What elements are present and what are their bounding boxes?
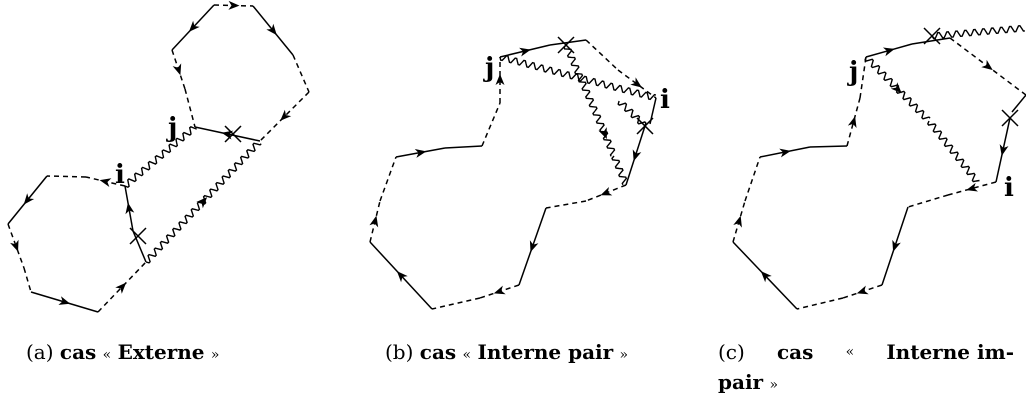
diagram-c-edge-64 xyxy=(859,56,867,99)
diagram-a-label-i: i xyxy=(115,160,125,190)
diagram-b-edge-33 xyxy=(431,297,481,310)
diagram-b-edge-39 xyxy=(481,102,501,147)
caption-b: (b) cas « Interne pair » xyxy=(385,337,628,370)
diagram-b-arrowhead-31 xyxy=(529,240,539,253)
diagram-a-wavy-arrowhead-21 xyxy=(196,197,208,209)
diagram-b-arrowhead-37 xyxy=(414,148,427,158)
diagram-a-wavy-line-21 xyxy=(145,142,262,264)
diagram-b-wavy-line-43 xyxy=(563,44,598,112)
diagram-c-wavy-line-67 xyxy=(927,120,980,183)
diagram-a-arrowhead-13 xyxy=(10,239,19,252)
diagram-c-edge-62 xyxy=(809,145,848,148)
caption-a-word: cas xyxy=(59,340,97,364)
diagram-a-arrowhead-12 xyxy=(23,193,35,205)
diagram-a-arrowhead-16 xyxy=(115,282,127,294)
diagram-b-label-j: j xyxy=(483,53,494,83)
diagram-a-arrowhead-2 xyxy=(266,23,277,36)
diagrams-canvas: j i j i j i xyxy=(7,0,1026,313)
caption-c-close-quote: » xyxy=(769,377,779,393)
caption-c-open-quote: « xyxy=(845,344,855,360)
diagram-b-wavy-line-45 xyxy=(611,155,628,186)
diagram-a-arrowhead-10 xyxy=(99,178,112,188)
diagram-c-wavy-line-68 xyxy=(931,24,1025,40)
caption-a-tag: (a) xyxy=(26,340,54,364)
caption-a: (a) cas « Externe » xyxy=(26,337,219,370)
diagram-a-arrowhead-7 xyxy=(172,63,182,76)
diagram-a-label-j: j xyxy=(166,113,177,143)
diagram-b-arrowhead-28 xyxy=(632,149,642,162)
diagram-b-wavy-line-42 xyxy=(499,55,657,101)
diagram-c-edge-57 xyxy=(796,297,844,310)
diagram-b-edge-30 xyxy=(545,200,587,209)
diagram-b-edge-24 xyxy=(585,39,619,71)
diagram-c-label-j: j xyxy=(847,57,858,87)
diagram-b-arrowhead-40 xyxy=(495,74,505,85)
diagram-c-edge-48 xyxy=(911,37,951,45)
diagram-c-arrowhead-61 xyxy=(779,148,791,158)
diagram-b-wavy-line-44 xyxy=(592,110,616,157)
caption-b-open-quote: « xyxy=(462,347,472,363)
diagram-b-arrowhead-34 xyxy=(396,271,408,283)
diagram-b-arrowhead-25 xyxy=(630,77,642,88)
diagram-c-label-i: i xyxy=(1004,173,1014,203)
diagram-a-edge-13 xyxy=(7,223,25,269)
diagram-a-arrowhead-4 xyxy=(280,109,292,121)
diagram-c-arrowhead-63 xyxy=(847,116,857,129)
diagram-a-edge-11 xyxy=(46,175,87,178)
caption-a-open-quote: « xyxy=(102,347,112,363)
diagram-b-wavy-line-46 xyxy=(617,100,647,127)
caption-b-close-quote: » xyxy=(619,347,629,363)
diagram-a-edge-3 xyxy=(292,54,310,93)
caption-b-name: Interne pair xyxy=(477,340,614,364)
diagram-c-edge-50 xyxy=(1011,94,1026,113)
diagram-b-arrowhead-32 xyxy=(493,285,506,295)
diagram-b-label-i: i xyxy=(660,85,670,115)
diagram-a-edge-16 xyxy=(97,261,147,313)
diagram-a-arrowhead-1 xyxy=(228,0,240,10)
diagram-c-arrowhead-55 xyxy=(892,239,901,252)
diagram-b-arrowhead-29 xyxy=(600,186,613,196)
diagram-c-arrowhead-53 xyxy=(966,182,979,192)
diagram-a-edge-14 xyxy=(23,267,32,293)
diagram-a-arrowhead-15 xyxy=(58,296,71,305)
diagram-b-edge-38 xyxy=(444,145,483,149)
diagram-b-wavy-arrowhead-44 xyxy=(598,127,607,140)
diagram-c-arrowhead-49 xyxy=(981,59,993,71)
diagram-a-arrowhead-18 xyxy=(125,202,135,215)
caption-c-name: Interne im- xyxy=(886,340,1014,364)
diagram-b-edge-25 xyxy=(617,69,657,99)
diagram-c-arrowhead-52 xyxy=(999,144,1009,156)
caption-a-close-quote: » xyxy=(210,347,220,363)
caption-c-word: cas xyxy=(776,340,814,364)
diagram-b-arrowhead-22 xyxy=(519,47,531,57)
diagram-c-arrowhead-58 xyxy=(760,271,772,283)
diagram-b-edge-36 xyxy=(379,156,397,202)
diagram-b-arrowhead-35 xyxy=(369,215,379,228)
diagram-a-cross-mark-19 xyxy=(129,227,147,245)
diagram-c-arrowhead-47 xyxy=(882,47,895,57)
caption-a-name: Externe xyxy=(117,340,205,364)
diagram-a-arrowhead-6 xyxy=(188,20,200,32)
caption-c-name-continued: pair xyxy=(718,370,764,394)
diagram-a-arrowhead-5 xyxy=(221,130,234,140)
diagram-a-cross-mark-9 xyxy=(224,125,242,143)
diagram-a-edge-8 xyxy=(184,88,196,128)
diagram-c-edge-54 xyxy=(907,194,949,208)
diagram-c-arrowhead-59 xyxy=(733,215,742,228)
diagram-a-edge-4 xyxy=(259,91,310,142)
caption-c: (c) cas « Interne im- pair » xyxy=(718,337,1018,400)
diagram-a-wavy-line-20 xyxy=(124,125,197,189)
caption-c-tag: (c) xyxy=(718,340,745,364)
diagram-c-arrowhead-56 xyxy=(856,285,869,295)
diagram-c-wavy-arrowhead-66 xyxy=(890,82,902,94)
diagram-c-edge-60 xyxy=(744,156,761,202)
diagram-a-edge-17 xyxy=(132,230,147,263)
caption-b-word: cas xyxy=(419,340,457,364)
caption-b-tag: (b) xyxy=(385,340,414,364)
